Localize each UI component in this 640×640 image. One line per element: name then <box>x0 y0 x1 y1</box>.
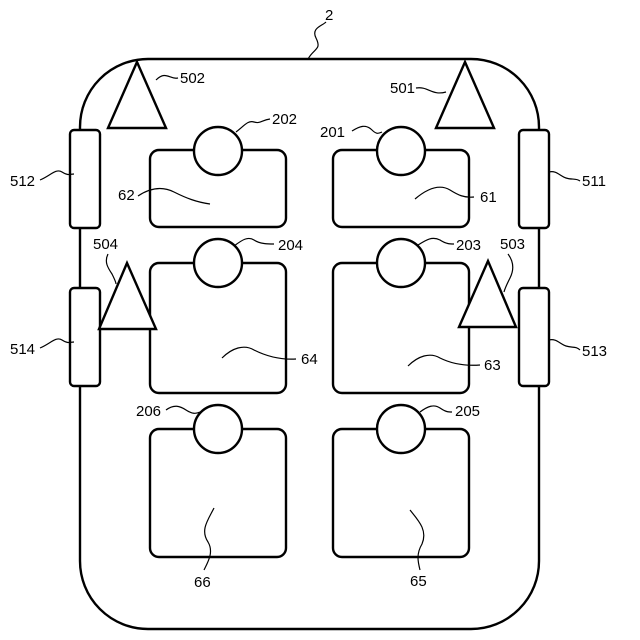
leader-2 <box>308 22 326 59</box>
label-205: 205 <box>455 403 480 420</box>
label-501: 501 <box>390 80 415 97</box>
label-206: 206 <box>136 403 161 420</box>
label-vehicle: 2 <box>325 7 333 24</box>
label-201: 201 <box>320 124 345 141</box>
side-bar-511 <box>519 130 549 228</box>
circle-204 <box>194 239 242 287</box>
side-bar-512 <box>70 130 100 228</box>
label-514: 514 <box>10 341 35 358</box>
label-511: 511 <box>582 173 606 190</box>
label-66: 66 <box>194 574 211 591</box>
label-512: 512 <box>10 173 35 190</box>
side-bar-514 <box>70 288 100 386</box>
label-502: 502 <box>180 70 205 87</box>
circle-205 <box>377 405 425 453</box>
label-202: 202 <box>272 111 297 128</box>
label-204: 204 <box>278 237 303 254</box>
label-63: 63 <box>484 357 501 374</box>
circle-206 <box>194 405 242 453</box>
side-bar-513 <box>519 288 549 386</box>
circle-201 <box>377 127 425 175</box>
label-504: 504 <box>93 236 118 253</box>
circle-203 <box>377 239 425 287</box>
leader-511 <box>549 172 580 181</box>
label-513: 513 <box>582 343 607 360</box>
label-65: 65 <box>410 573 427 590</box>
label-64: 64 <box>301 351 318 368</box>
label-61: 61 <box>480 189 497 206</box>
circle-202 <box>194 127 242 175</box>
label-203: 203 <box>456 237 481 254</box>
label-62: 62 <box>118 187 135 204</box>
label-503: 503 <box>500 236 525 253</box>
leader-513 <box>549 340 580 350</box>
